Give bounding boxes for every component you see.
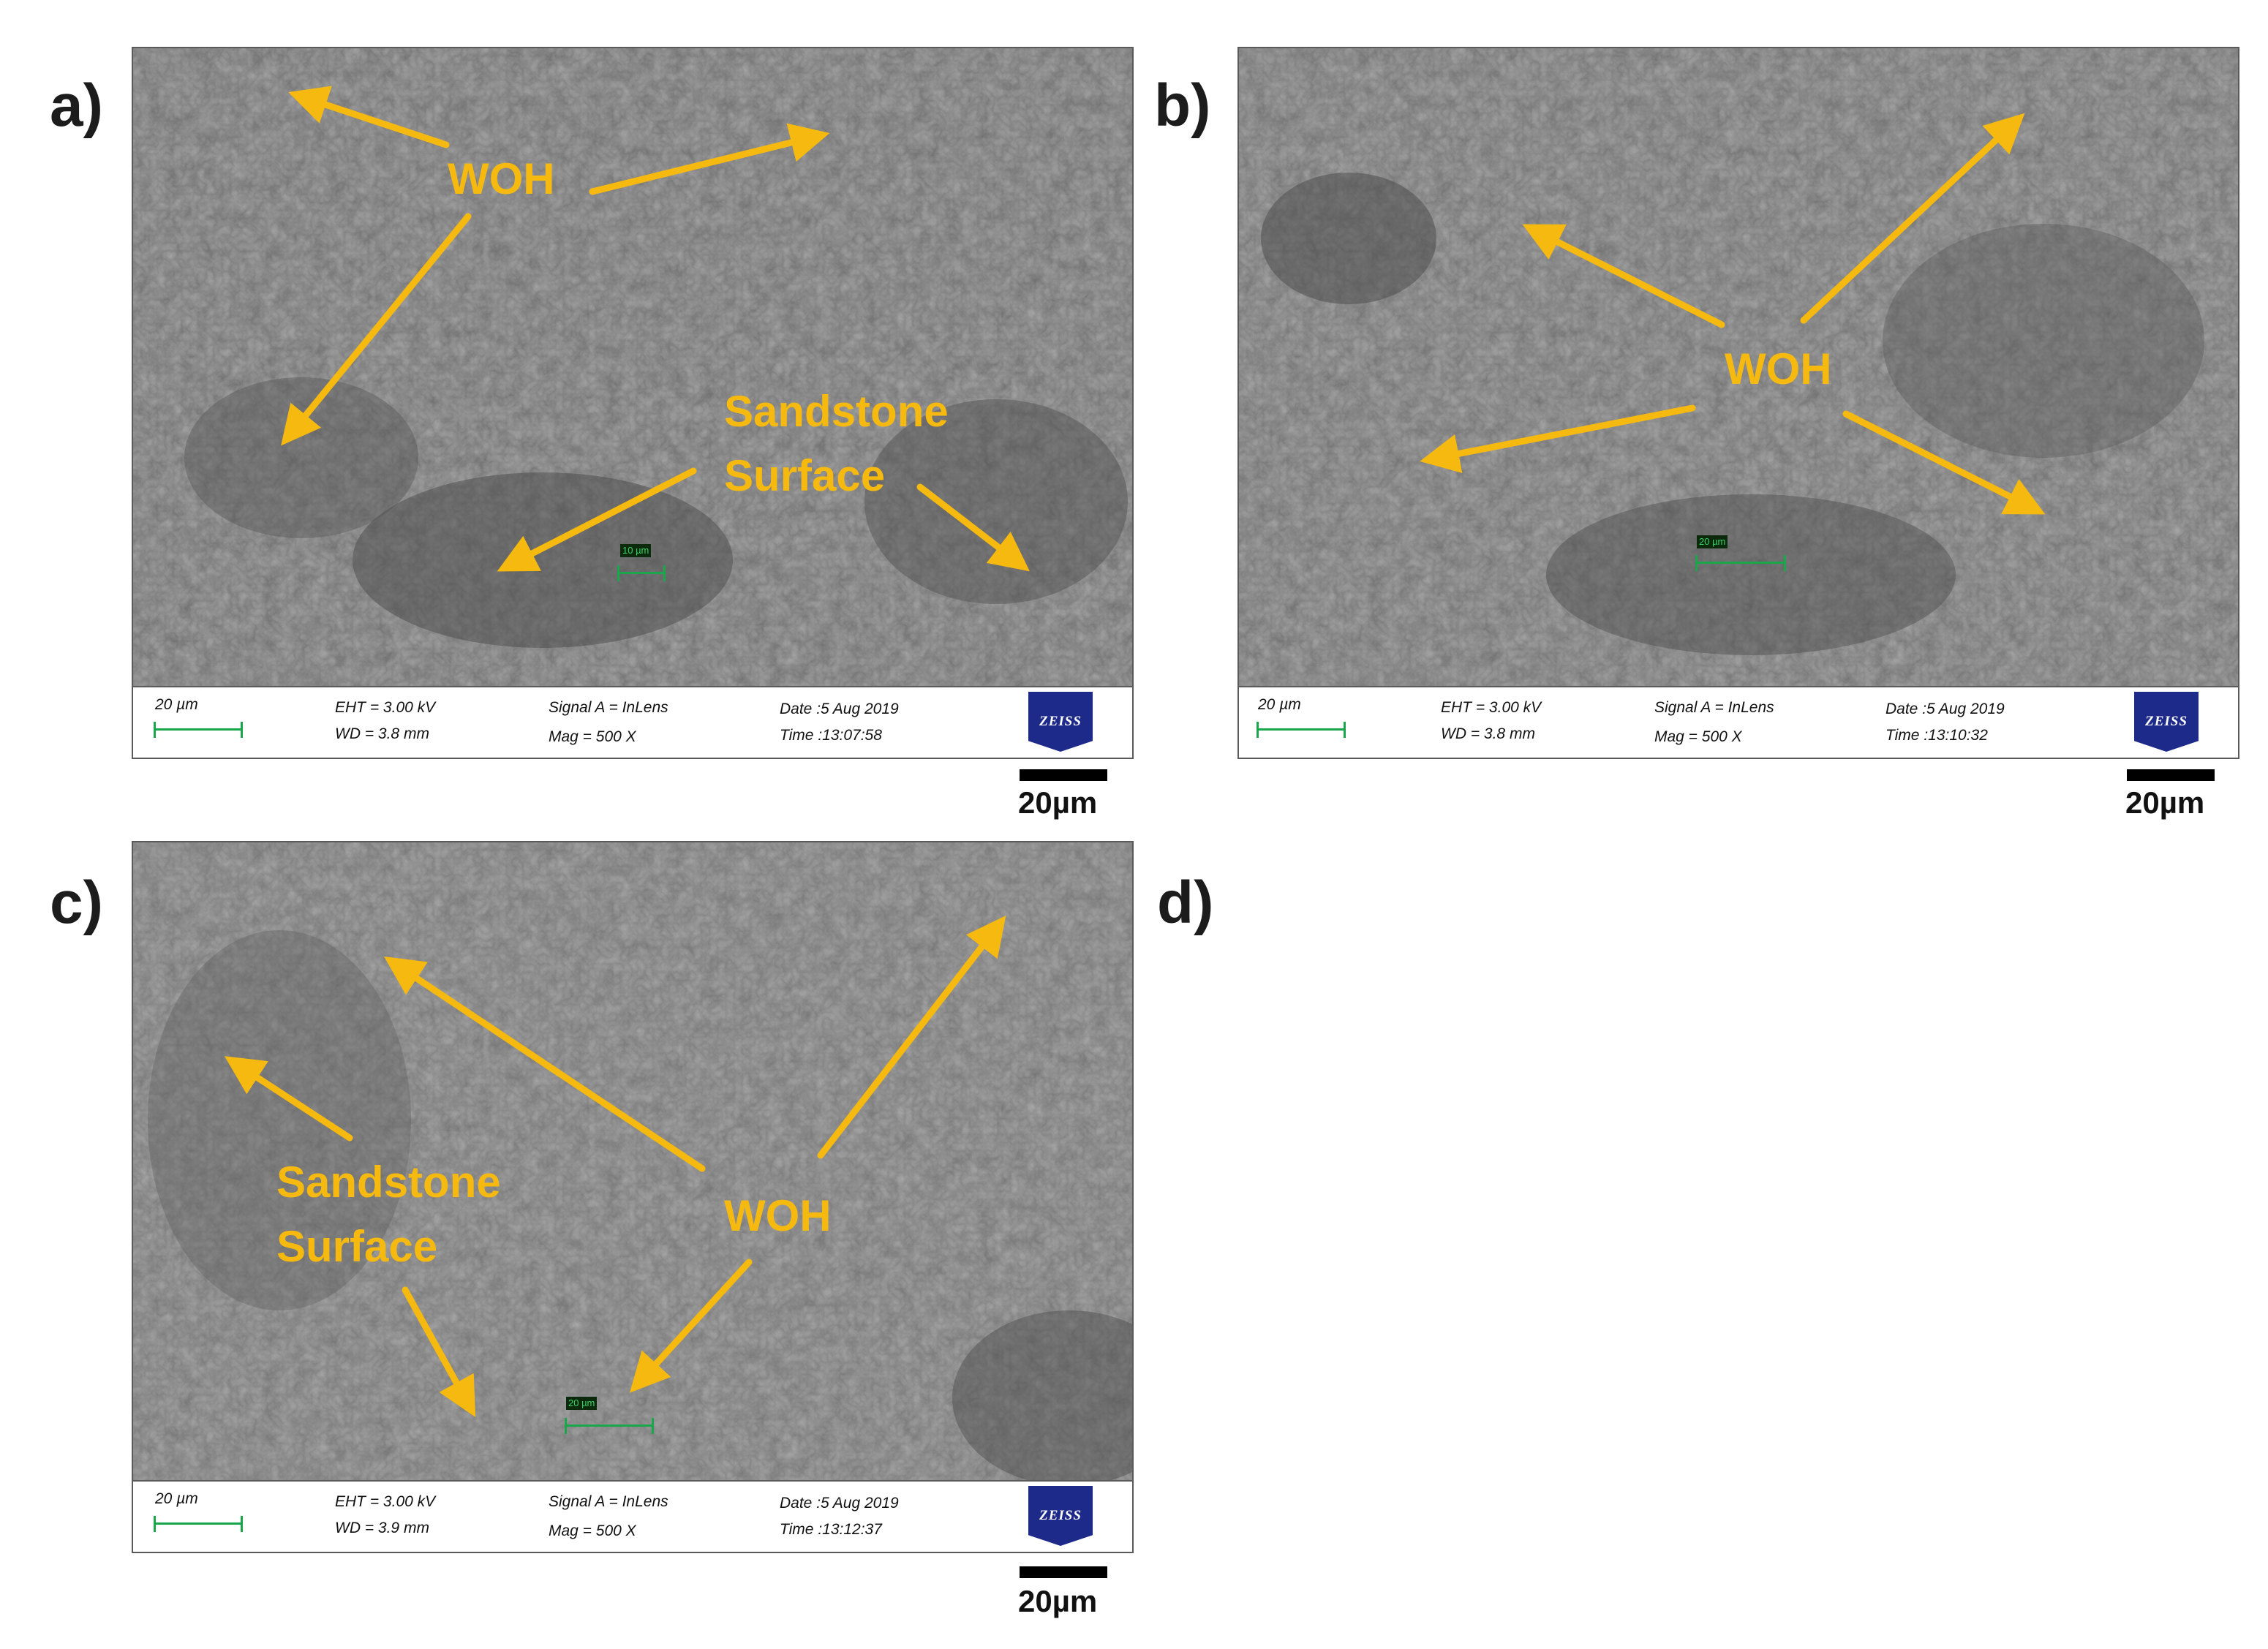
- sem-image-b: 20 µm 20 µm EHT = 3.00 kV WD = 3.8 mm Si…: [1237, 47, 2239, 759]
- zeiss-logo-a: ZEISS: [1028, 692, 1093, 752]
- scale-bar-label-b: 20µm: [2125, 785, 2205, 820]
- inner-scale-label-b: 20 µm: [1697, 535, 1728, 548]
- inner-scale-label-c: 20 µm: [566, 1397, 598, 1410]
- info-scale-bar-a: [154, 722, 243, 738]
- annotation-woh-c: WOH: [724, 1191, 832, 1240]
- sem-micrograph-b: [1239, 48, 2238, 689]
- zeiss-logo-c: ZEISS: [1028, 1486, 1093, 1546]
- annotation-sandstone-c-line2: Surface: [276, 1222, 438, 1271]
- scale-bar-a: [1020, 769, 1107, 781]
- info-wd-c: WD = 3.9 mm: [335, 1520, 429, 1536]
- sem-image-c: 20 µm 20 µm EHT = 3.00 kV WD = 3.9 mm Si…: [132, 841, 1134, 1553]
- info-time-c: Time :13:12:37: [780, 1521, 882, 1538]
- zeiss-logo-b: ZEISS: [2134, 692, 2199, 752]
- info-signal-a: Signal A = InLens: [549, 699, 668, 716]
- panel-label-d: d): [1157, 869, 1214, 936]
- panel-label-a: a): [50, 72, 103, 139]
- info-time-b: Time :13:10:32: [1885, 727, 1988, 744]
- scale-bar-c: [1020, 1566, 1107, 1578]
- annotation-sandstone-a-line2: Surface: [724, 451, 886, 500]
- info-eht-c: EHT = 3.00 kV: [335, 1493, 436, 1510]
- info-time-a: Time :13:07:58: [780, 727, 882, 744]
- inner-scale-bar-b: [1695, 555, 1786, 571]
- info-scale-c: 20 µm: [155, 1490, 198, 1507]
- info-mag-a: Mag = 500 X: [549, 728, 636, 745]
- inner-scale-bar-a: [617, 565, 666, 581]
- inner-scale-bar-c: [565, 1418, 654, 1434]
- info-bar-a: 20 µm EHT = 3.00 kV WD = 3.8 mm Signal A…: [133, 686, 1132, 758]
- scale-bar-b: [2127, 769, 2215, 781]
- sem-micrograph-a: [133, 48, 1132, 689]
- info-scale-b: 20 µm: [1258, 696, 1301, 713]
- panel-label-b: b): [1154, 72, 1211, 139]
- scale-bar-label-c: 20µm: [1018, 1584, 1098, 1618]
- annotation-woh-a: WOH: [448, 154, 555, 203]
- info-mag-b: Mag = 500 X: [1654, 728, 1742, 745]
- info-eht-b: EHT = 3.00 kV: [1441, 699, 1542, 716]
- info-signal-b: Signal A = InLens: [1654, 699, 1774, 716]
- info-date-a: Date :5 Aug 2019: [780, 701, 899, 717]
- info-scale-bar-c: [154, 1516, 243, 1532]
- info-bar-b: 20 µm EHT = 3.00 kV WD = 3.8 mm Signal A…: [1239, 686, 2238, 758]
- info-date-c: Date :5 Aug 2019: [780, 1495, 899, 1512]
- info-date-b: Date :5 Aug 2019: [1885, 701, 2005, 717]
- info-bar-c: 20 µm EHT = 3.00 kV WD = 3.9 mm Signal A…: [133, 1480, 1132, 1552]
- info-scale-a: 20 µm: [155, 696, 198, 713]
- info-wd-b: WD = 3.8 mm: [1441, 725, 1535, 742]
- panel-label-c: c): [50, 869, 103, 936]
- annotation-sandstone-c-line1: Sandstone: [276, 1158, 501, 1207]
- info-signal-c: Signal A = InLens: [549, 1493, 668, 1510]
- info-eht-a: EHT = 3.00 kV: [335, 699, 436, 716]
- scale-bar-label-a: 20µm: [1018, 785, 1098, 820]
- annotation-woh-b: WOH: [1725, 344, 1832, 393]
- info-mag-c: Mag = 500 X: [549, 1522, 636, 1539]
- sem-image-a: 10 µm 20 µm EHT = 3.00 kV WD = 3.8 mm Si…: [132, 47, 1134, 759]
- info-wd-a: WD = 3.8 mm: [335, 725, 429, 742]
- inner-scale-label-a: 10 µm: [620, 544, 652, 557]
- info-scale-bar-b: [1257, 722, 1346, 738]
- annotation-sandstone-a-line1: Sandstone: [724, 387, 949, 436]
